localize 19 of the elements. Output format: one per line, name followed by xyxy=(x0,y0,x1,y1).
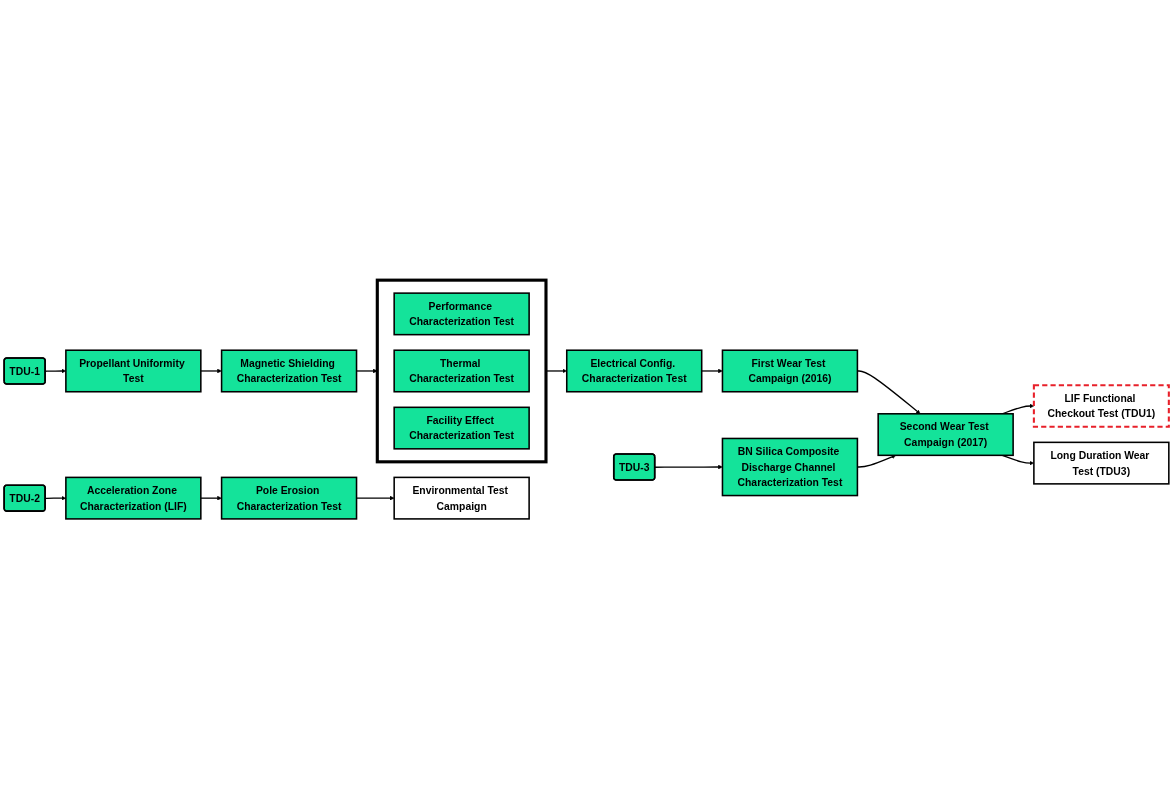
node-box: Thermal Characterization Test xyxy=(393,349,530,393)
node-box: BN Silica Composite Discharge Channel Characterization Test xyxy=(721,437,859,497)
node-box: Electrical Config. Characterization Test xyxy=(565,349,703,393)
arrow xyxy=(200,368,222,374)
node-box: Performance Characterization Test xyxy=(393,292,530,336)
cluster xyxy=(375,278,548,464)
node-box: First Wear Test Campaign (2016) xyxy=(721,349,859,393)
node-box: Facility Effect Characterization Test xyxy=(393,406,530,450)
node-box: Pole Erosion Characterization Test xyxy=(220,476,358,520)
node-box: Long Duration Wear Test (TDU3) xyxy=(1033,441,1170,485)
arrow xyxy=(654,464,723,470)
node-box: Acceleration Zone Characterization (LIF) xyxy=(65,476,202,520)
node-box: Second Wear Test Campaign (2017) xyxy=(877,413,1014,457)
node-box: Magnetic Shielding Characterization Test xyxy=(220,349,358,393)
arrow xyxy=(701,368,723,374)
node-box: Environmental Test Campaign xyxy=(393,476,530,520)
node-box: LIF Functional Checkout Test (TDU1) xyxy=(1032,384,1170,428)
node-box: Propellant Uniformity Test xyxy=(65,349,202,393)
arrow xyxy=(200,495,222,501)
